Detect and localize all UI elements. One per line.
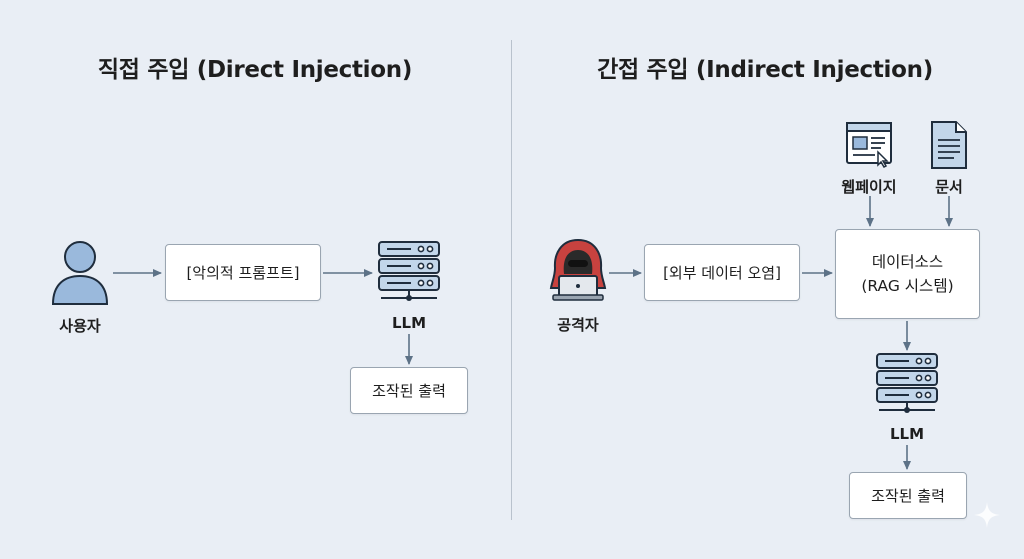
datasource-line2: (RAG 시스템) bbox=[861, 274, 953, 298]
document-label: 문서 bbox=[914, 176, 984, 197]
hacker-icon bbox=[549, 238, 607, 306]
indirect-injection-title: 간접 주입 (Indirect Injection) bbox=[575, 50, 955, 86]
llm-label-right: LLM bbox=[877, 425, 937, 443]
datasource-line1: 데이터소스 bbox=[872, 250, 943, 274]
webpage-label: 웹페이지 bbox=[829, 176, 909, 197]
llm-label-left: LLM bbox=[379, 314, 439, 332]
document-icon bbox=[929, 120, 969, 170]
malicious-prompt-box: [악의적 프롬프트] bbox=[165, 244, 321, 301]
section-divider bbox=[511, 40, 512, 520]
sparkle-icon bbox=[972, 500, 1002, 530]
manipulated-output-box-left: 조작된 출력 bbox=[350, 367, 468, 414]
manipulated-output-box-right: 조작된 출력 bbox=[849, 472, 967, 519]
llm-server-icon-right bbox=[873, 352, 941, 418]
attacker-label: 공격자 bbox=[538, 314, 618, 335]
user-label: 사용자 bbox=[40, 315, 120, 336]
user-icon bbox=[48, 240, 112, 306]
external-data-contamination-box: [외부 데이터 오염] bbox=[644, 244, 800, 301]
llm-server-icon bbox=[375, 240, 443, 306]
webpage-icon bbox=[844, 120, 894, 168]
datasource-rag-box: 데이터소스 (RAG 시스템) bbox=[835, 229, 980, 319]
direct-injection-title: 직접 주입 (Direct Injection) bbox=[60, 50, 450, 86]
